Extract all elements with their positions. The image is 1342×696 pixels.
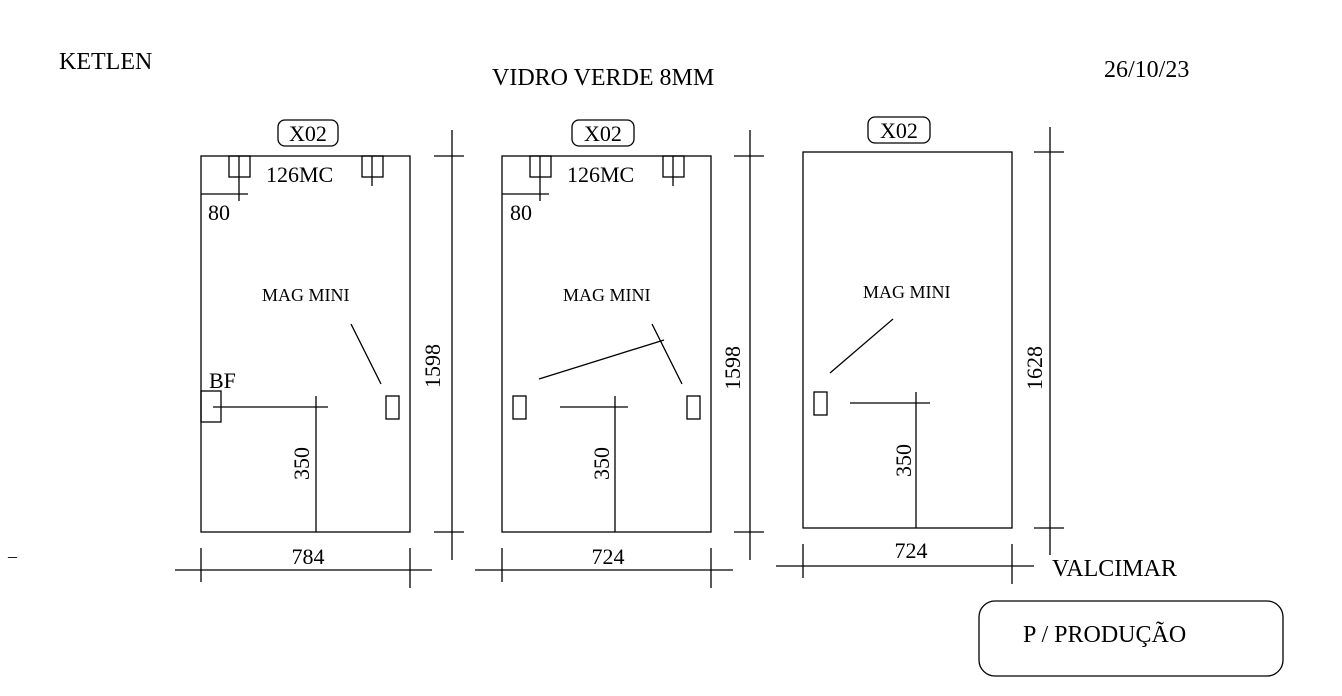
client-name: KETLEN: [59, 49, 152, 75]
panel-1-offset: 80: [208, 200, 230, 225]
panel-3: X02 MAG MINI 350 1628 724: [776, 116, 1064, 584]
installer-name: VALCIMAR: [1052, 556, 1177, 582]
panel-2-lock-label: MAG MINI: [563, 285, 651, 305]
panel-1-width: 784: [292, 544, 325, 569]
production-stamp-box: [978, 600, 1284, 677]
panel-3-glass-outline: [802, 151, 1013, 529]
margin-mark: –: [7, 546, 18, 566]
panel-2-width: 724: [592, 544, 625, 569]
panel-1-handle-height: 350: [289, 447, 314, 480]
panel-2-height: 1598: [720, 346, 745, 390]
panel-1-quantity: X02: [289, 121, 327, 146]
panel-1-height: 1598: [420, 344, 445, 388]
panel-2-handle-height: 350: [589, 447, 614, 480]
panel-3-quantity: X02: [880, 118, 918, 143]
panel-1-lock-label: MAG MINI: [262, 285, 350, 305]
panel-2-lock-left: [512, 395, 527, 420]
panel-1-glass-outline: [200, 155, 411, 533]
panel-1-side-label: BF: [209, 368, 236, 393]
panel-1: X02 126MC 80 MAG MINI BF 350 1598 784: [175, 119, 464, 588]
panel-1-hardware: 126MC: [266, 162, 333, 187]
material-title: VIDRO VERDE 8MM: [492, 65, 714, 91]
panel-2-offset: 80: [510, 200, 532, 225]
panel-3-handle-height: 350: [891, 444, 916, 477]
panel-2-glass-outline: [501, 155, 712, 533]
panel-2-quantity-badge: [571, 119, 635, 147]
panel-1-lock: [385, 395, 400, 420]
panel-3-lock-label: MAG MINI: [863, 282, 951, 302]
panel-3-width: 724: [895, 538, 928, 563]
panel-3-quantity-badge: [867, 116, 931, 144]
panel-3-height: 1628: [1022, 346, 1047, 390]
date-label: 26/10/23: [1104, 57, 1189, 83]
panel-1-quantity-badge: [277, 119, 339, 147]
panel-2-hardware: 126MC: [567, 162, 634, 187]
panel-2-quantity: X02: [584, 121, 622, 146]
panel-2-lock-right: [686, 395, 701, 420]
panel-2: X02 126MC 80 MAG MINI 350 1598 724: [475, 119, 764, 588]
production-stamp: P / PRODUÇÃO: [1023, 622, 1186, 648]
panel-3-lock: [813, 391, 828, 416]
